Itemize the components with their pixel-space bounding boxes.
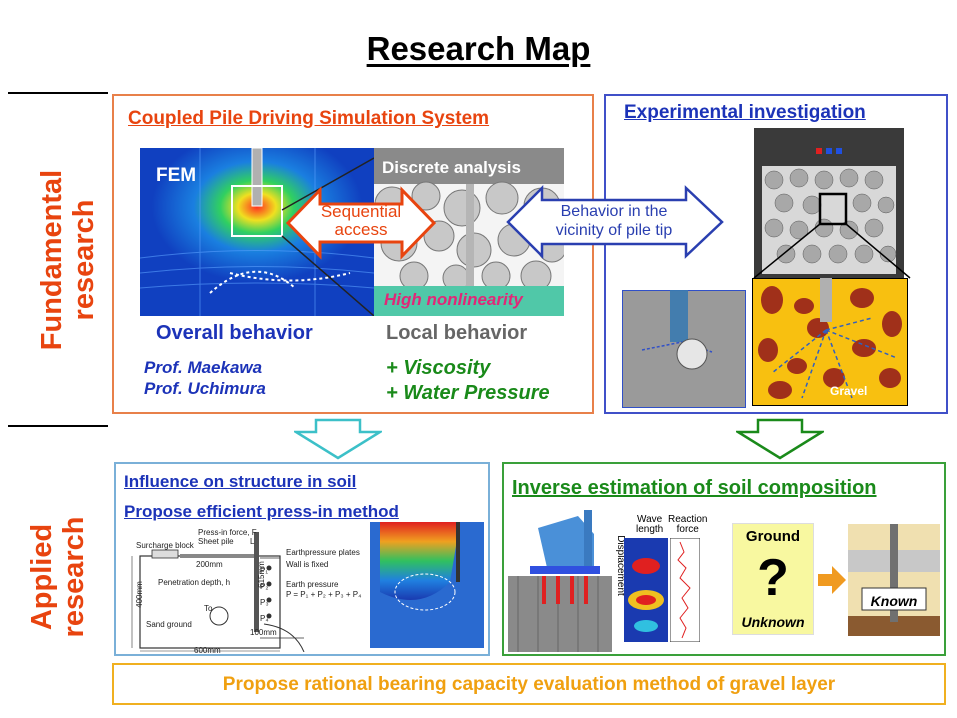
high-nonlinearity-label: High nonlinearity bbox=[384, 290, 523, 309]
press-in-schematic bbox=[131, 532, 305, 652]
experimental-panel-title: Experimental investigation bbox=[624, 102, 866, 123]
reaction-force-line1: Reaction bbox=[668, 514, 708, 525]
pile-tip-photo bbox=[622, 290, 746, 408]
down-arrow-green bbox=[736, 418, 824, 460]
label-sand: Sand ground bbox=[146, 620, 192, 629]
apparatus-photo bbox=[754, 128, 904, 278]
label-p4: P₄ bbox=[260, 614, 269, 623]
label-p3: P₃ bbox=[260, 598, 269, 607]
zoom-lines bbox=[753, 223, 911, 279]
wave-length-line2: length bbox=[636, 524, 664, 535]
press-in-machine-illustration bbox=[508, 510, 612, 652]
viscosity-label: + Viscosity bbox=[386, 357, 491, 379]
sequential-line2: access bbox=[334, 220, 388, 239]
press-in-title: Propose efficient press-in method bbox=[124, 502, 399, 521]
ground-unknown-box bbox=[732, 523, 814, 635]
label-dim-left: 400mm bbox=[134, 581, 144, 608]
label-dim-w: 600mm bbox=[194, 646, 221, 655]
behavior-vicinity-arrow bbox=[506, 184, 724, 260]
label-penetration: Penetration depth, h bbox=[158, 578, 231, 587]
label-surcharge: Surcharge block bbox=[136, 541, 194, 550]
label-p1: P₁ bbox=[260, 566, 269, 575]
applied-research-label: Applied research bbox=[26, 487, 90, 667]
label-earth-plates: Earthpressure plates bbox=[286, 548, 360, 557]
influence-title: Influence on structure in soil bbox=[124, 472, 357, 491]
separator-middle bbox=[8, 425, 108, 427]
prof-maekawa: Prof. Maekawa bbox=[144, 358, 263, 377]
sequential-access-text: Sequential access bbox=[296, 203, 426, 239]
reaction-force-label: Reaction force bbox=[668, 515, 707, 535]
sequential-access-arrow bbox=[286, 186, 436, 260]
fundamental-label-line2: research bbox=[68, 199, 100, 321]
applied-label-line1: Applied bbox=[26, 523, 58, 631]
label-dim-bot: 100mm bbox=[250, 628, 277, 637]
wave-plot bbox=[624, 538, 668, 642]
orange-right-arrow bbox=[818, 566, 846, 594]
wave-length-label: Wave length bbox=[636, 515, 663, 535]
unknown-label: Unknown bbox=[741, 614, 805, 630]
separator-top bbox=[8, 92, 108, 94]
bottom-conclusion-text: Propose rational bearing capacity evalua… bbox=[222, 674, 836, 695]
discrete-analysis-label: Discrete analysis bbox=[382, 158, 521, 177]
behavior-line2: vicinity of pile tip bbox=[555, 222, 673, 239]
label-formula: P = P₁ + P₂ + P₃ + P₄ bbox=[286, 590, 362, 599]
bottom-conclusion-box bbox=[112, 663, 946, 705]
known-ground-image bbox=[848, 524, 940, 636]
behavior-vicinity-text: Behavior in the vicinity of pile tip bbox=[524, 202, 704, 240]
page-title: Research Map bbox=[366, 30, 591, 67]
prof-uchimura: Prof. Uchimura bbox=[144, 379, 266, 398]
label-l: L bbox=[250, 537, 255, 546]
gravel-schematic bbox=[752, 278, 908, 406]
ground-label: Ground bbox=[745, 528, 801, 545]
known-label: Known bbox=[870, 593, 918, 609]
label-dim-top: 200mm bbox=[196, 560, 223, 569]
fundamental-research-label: Fundamental research bbox=[36, 160, 100, 360]
label-press-force: Press-in force, F bbox=[198, 528, 257, 537]
fem-label: FEM bbox=[156, 165, 197, 186]
local-behavior-label: Local behavior bbox=[386, 322, 528, 344]
wave-length-line1: Wave bbox=[637, 514, 663, 525]
question-mark: ? bbox=[757, 549, 789, 607]
gravel-label: Gravel bbox=[830, 384, 868, 398]
reaction-force-line2: force bbox=[676, 524, 699, 535]
overall-behavior-label: Overall behavior bbox=[156, 322, 313, 344]
label-wall-fixed: Wall is fixed bbox=[286, 560, 329, 569]
contour-image bbox=[370, 522, 484, 648]
label-p2: P₂ bbox=[260, 582, 269, 591]
inverse-title: Inverse estimation of soil composition bbox=[512, 477, 877, 499]
fundamental-label-line1: Fundamental bbox=[36, 169, 68, 351]
down-arrow-cyan bbox=[294, 418, 382, 460]
reaction-force-plot bbox=[670, 538, 700, 642]
coupled-panel-title: Coupled Pile Driving Simulation System bbox=[128, 108, 490, 129]
sequential-line1: Sequential bbox=[320, 202, 402, 221]
label-earth-pressure: Earth pressure bbox=[286, 580, 339, 589]
label-sheet-pile: Sheet pile bbox=[198, 537, 234, 546]
applied-label-line2: research bbox=[58, 516, 90, 638]
label-to: To bbox=[204, 604, 213, 613]
water-pressure-label: + Water Pressure bbox=[386, 382, 550, 404]
behavior-line1: Behavior in the bbox=[560, 203, 668, 220]
